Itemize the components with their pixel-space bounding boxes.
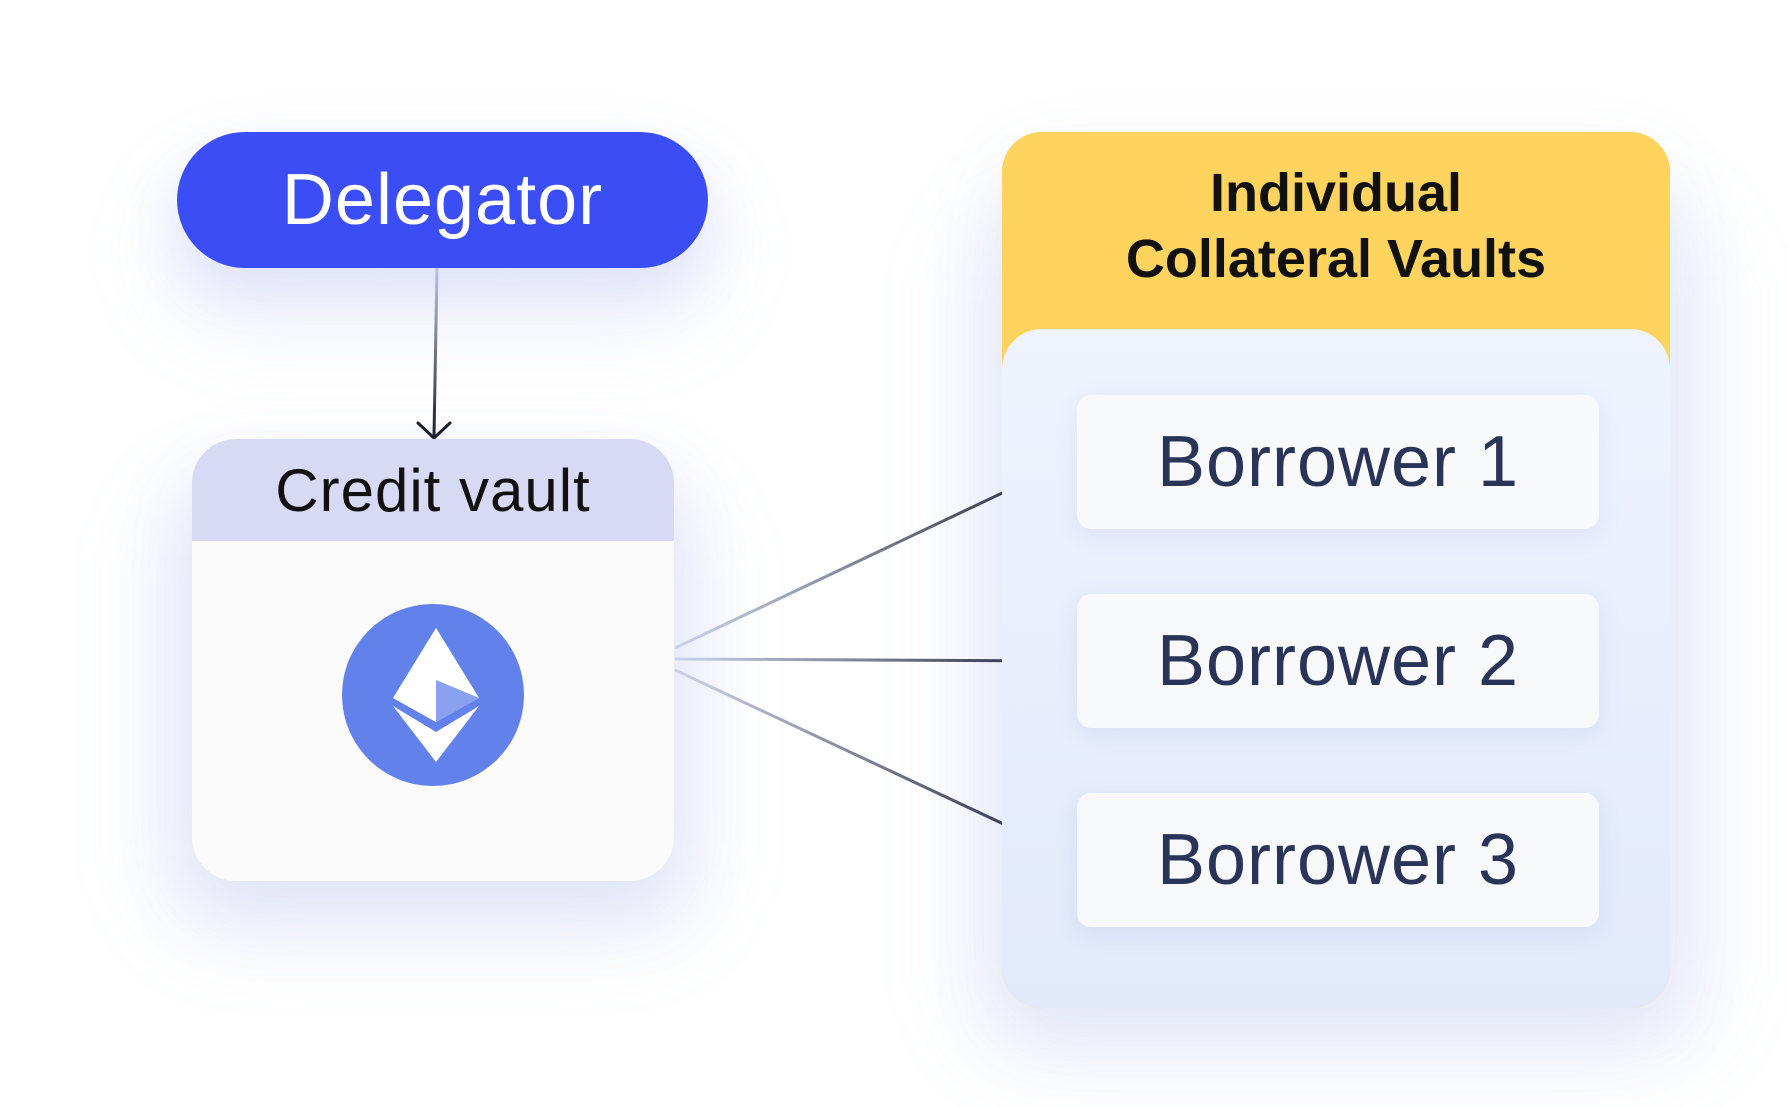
credit-vault-title: Credit vault: [275, 456, 591, 524]
delegator-label: Delegator: [281, 160, 604, 240]
borrower-2-label: Borrower 2: [1156, 621, 1520, 701]
credit-vault-header: Credit vault: [192, 439, 674, 541]
credit-vault-card: Credit vault: [192, 439, 674, 881]
delegator-node: Delegator: [177, 132, 708, 268]
ethereum-icon: [342, 604, 524, 786]
borrower-3-card: Borrower 3: [1077, 793, 1599, 927]
collateral-vaults-panel: Individual Collateral Vaults Borrower 1 …: [1002, 132, 1670, 1008]
collateral-vaults-header: Individual Collateral Vaults: [1002, 132, 1670, 362]
collateral-title-line-2: Collateral Vaults: [1125, 229, 1547, 289]
borrower-2-card: Borrower 2: [1077, 594, 1599, 728]
collateral-vaults-body: Borrower 1 Borrower 2 Borrower 3: [1002, 329, 1670, 1008]
collateral-title-line-1: Individual: [1209, 163, 1463, 223]
borrower-1-label: Borrower 1: [1156, 422, 1520, 502]
borrower-1-card: Borrower 1: [1077, 395, 1599, 529]
borrower-3-label: Borrower 3: [1156, 820, 1520, 900]
